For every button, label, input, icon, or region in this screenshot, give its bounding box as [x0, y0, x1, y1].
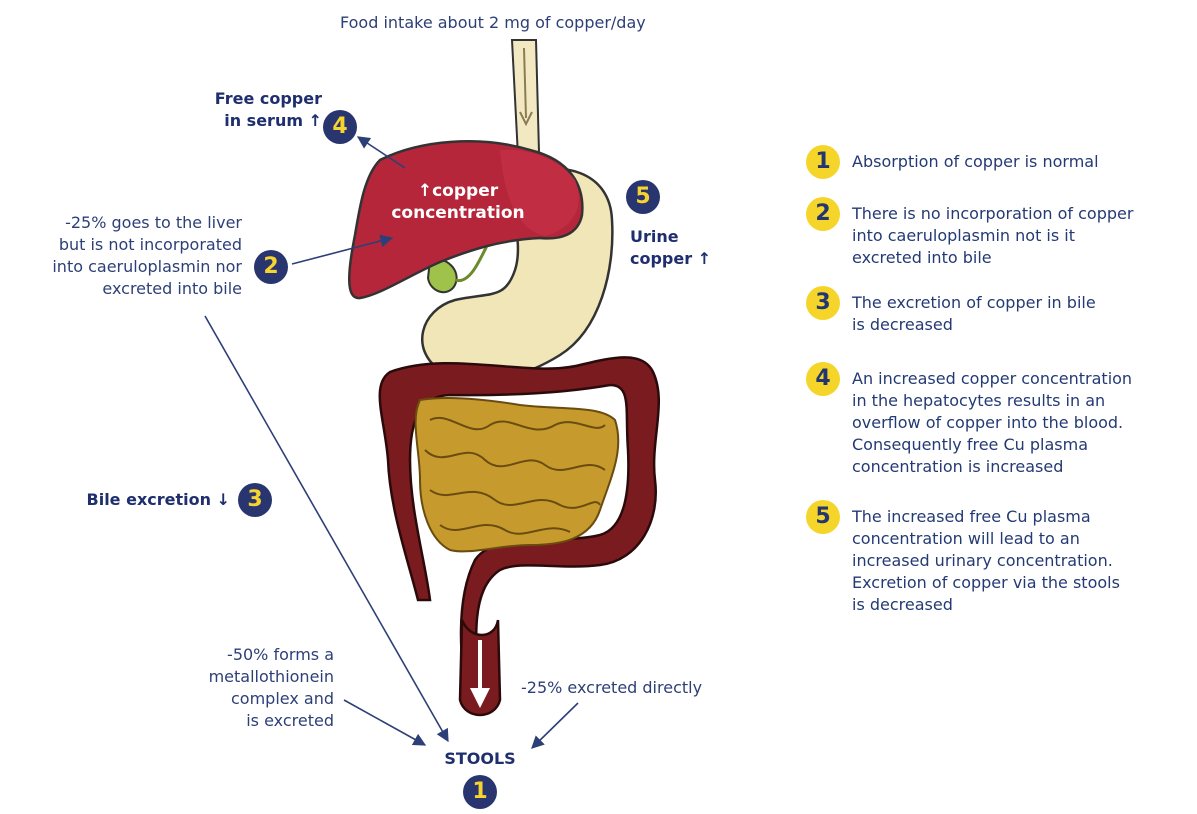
bile-excretion-label: Bile excretion ↓ — [30, 489, 230, 511]
small-intestine — [416, 398, 619, 551]
metallothionein-note-label: -50% forms a metallothionein complex and… — [150, 644, 334, 732]
legend-badge-3: 3 — [806, 286, 840, 320]
free-copper-label: Free copper in serum ↑ — [150, 88, 322, 132]
badge-1: 1 — [463, 775, 497, 809]
legend-text-2: There is no incorporation of copper into… — [852, 203, 1197, 269]
liver-concentration-label: ↑copper concentration — [378, 180, 538, 224]
badge-5: 5 — [626, 180, 660, 214]
legend-text-5: The increased free Cu plasma concentrati… — [852, 506, 1197, 616]
legend-badge-4: 4 — [806, 362, 840, 396]
arrow-direct-to-stools — [532, 703, 578, 748]
badge-4: 4 — [323, 110, 357, 144]
legend-text-1: Absorption of copper is normal — [852, 151, 1197, 173]
arrow-metallothionein-to-stools — [344, 700, 425, 745]
legend-badge-1: 1 — [806, 145, 840, 179]
food-intake-label: Food intake about 2 mg of copper/day — [340, 12, 740, 34]
stools-label: STOOLS — [420, 748, 540, 770]
urine-copper-label: Urine copper ↑ — [630, 226, 750, 270]
direct-excretion-label: -25% excreted directly — [521, 677, 761, 699]
badge-2: 2 — [254, 250, 288, 284]
liver-note-label: -25% goes to the liver but is not incorp… — [10, 212, 242, 300]
legend-badge-5: 5 — [806, 500, 840, 534]
legend-text-3: The excretion of copper in bile is decre… — [852, 292, 1197, 336]
legend-text-4: An increased copper concentration in the… — [852, 368, 1197, 478]
badge-3: 3 — [238, 483, 272, 517]
legend-badge-2: 2 — [806, 197, 840, 231]
